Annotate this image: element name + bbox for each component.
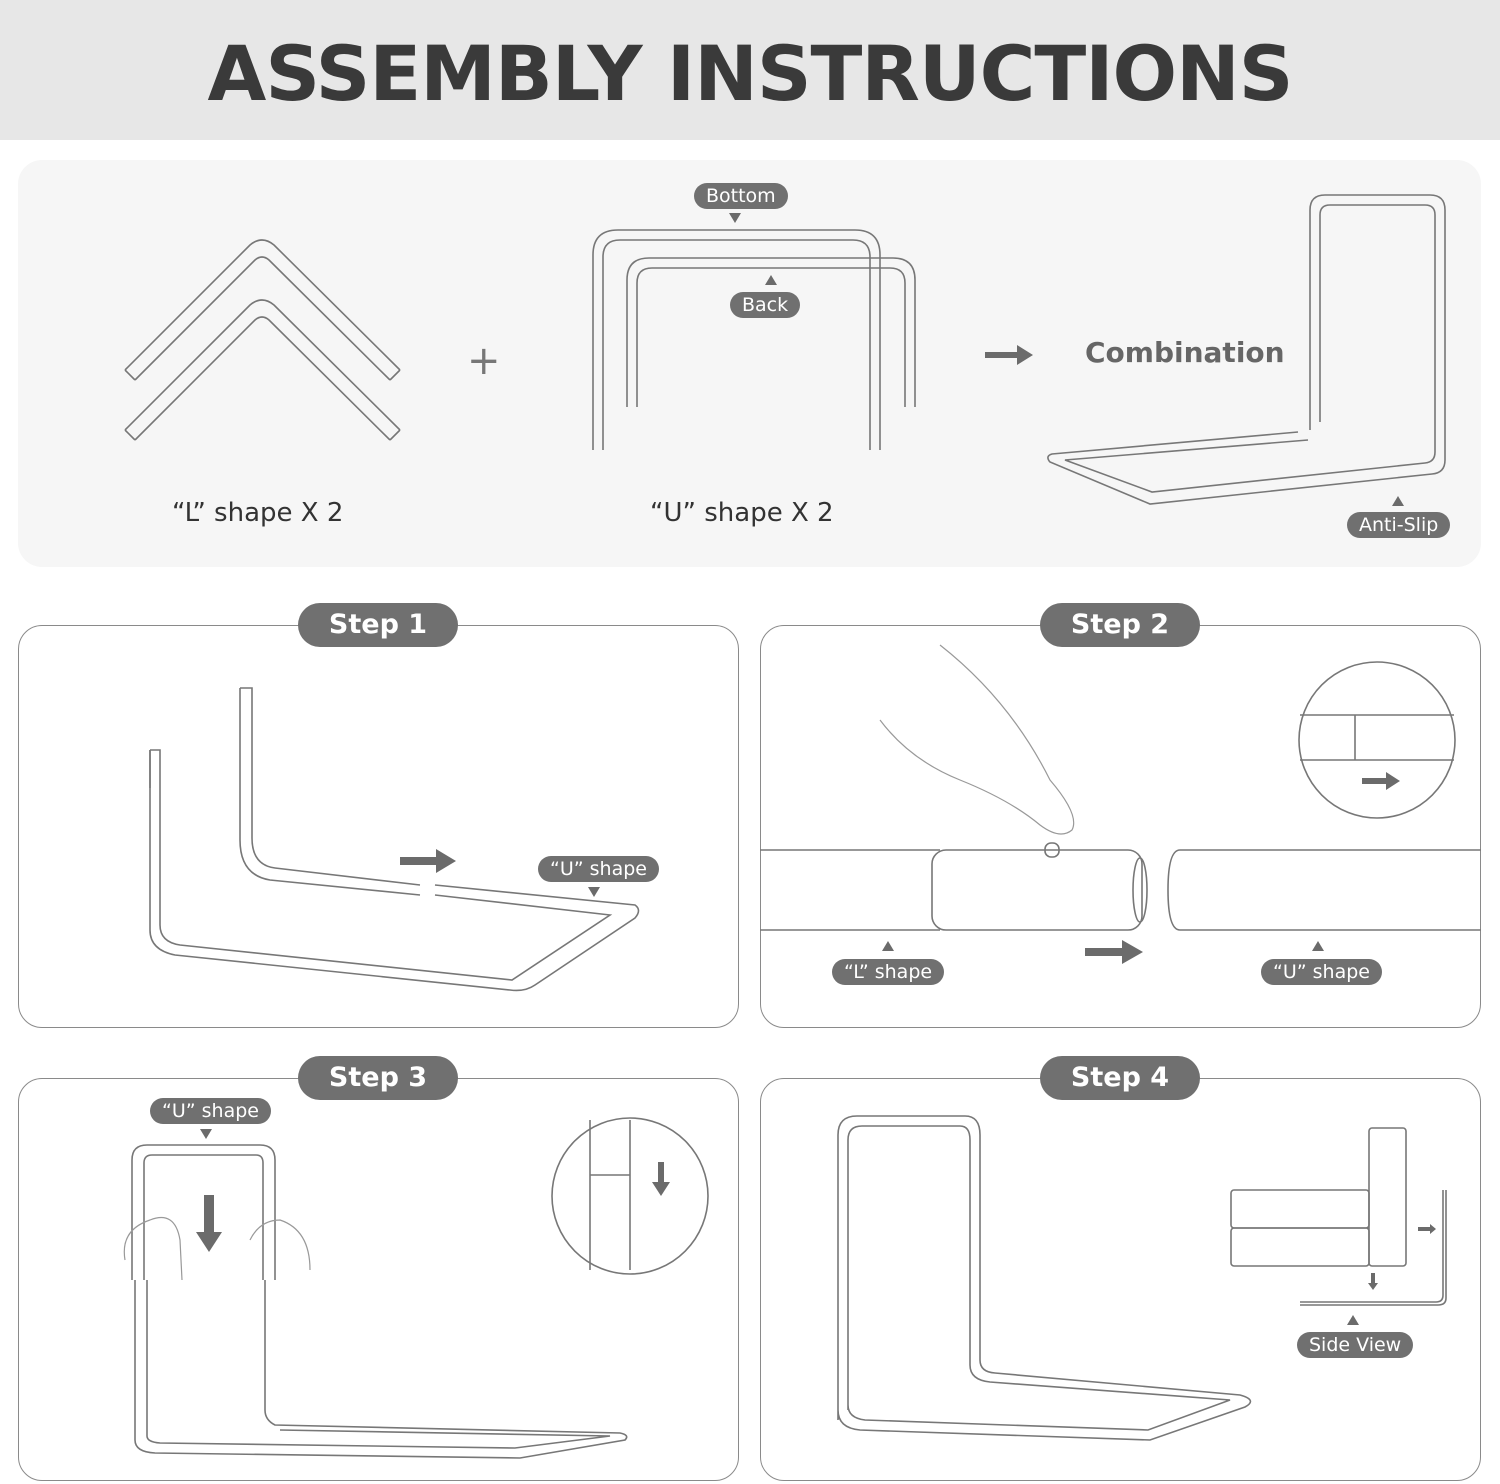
page-title: ASSEMBLY INSTRUCTIONS bbox=[207, 29, 1294, 118]
step-4-label: Step 4 bbox=[1040, 1056, 1200, 1100]
anti-slip-pointer-icon bbox=[1392, 496, 1404, 506]
side-view-pointer-icon bbox=[1347, 1315, 1359, 1325]
step-2-u-pointer-icon bbox=[1312, 941, 1324, 951]
combination-label: Combination bbox=[1085, 336, 1285, 369]
step-1-diagram bbox=[149, 687, 640, 992]
step-2-diagram bbox=[760, 644, 1481, 964]
step-1-label: Step 1 bbox=[298, 603, 458, 647]
back-tag: Back bbox=[730, 292, 801, 318]
step-1-u-pointer-icon bbox=[588, 887, 600, 897]
anti-slip-tag: Anti-Slip bbox=[1347, 512, 1451, 538]
step-1-u-shape-tag: “U” shape bbox=[538, 856, 659, 882]
header-banner bbox=[0, 0, 1500, 140]
combination-diagram bbox=[1047, 194, 1446, 505]
step-3-panel bbox=[18, 1078, 739, 1481]
step-4-diagram bbox=[837, 1115, 1252, 1441]
step-2-l-pointer-icon bbox=[882, 941, 894, 951]
step-2-label: Step 2 bbox=[1040, 603, 1200, 647]
bottom-pointer-icon bbox=[729, 213, 741, 223]
l-shape-caption: “L” shape X 2 bbox=[172, 498, 344, 528]
u-shape-caption: “U” shape X 2 bbox=[650, 498, 834, 528]
u-shape-diagram bbox=[592, 229, 916, 450]
step-3-u-pointer-icon bbox=[200, 1129, 212, 1139]
step-3-u-shape-tag: “U” shape bbox=[150, 1098, 271, 1124]
side-view-diagram bbox=[1230, 1127, 1447, 1306]
plus-icon: + bbox=[467, 338, 501, 384]
step-3-diagram bbox=[123, 1117, 709, 1459]
l-shape-diagram bbox=[124, 239, 401, 441]
step-1-panel bbox=[18, 625, 739, 1028]
back-pointer-icon bbox=[765, 275, 777, 285]
parts-panel bbox=[18, 160, 1481, 567]
right-arrow-icon bbox=[985, 345, 1033, 365]
step-3-label: Step 3 bbox=[298, 1056, 458, 1100]
step-2-u-shape-tag: “U” shape bbox=[1261, 959, 1382, 985]
bottom-tag: Bottom bbox=[694, 183, 788, 209]
side-view-tag: Side View bbox=[1297, 1332, 1414, 1358]
step-4-panel bbox=[760, 1078, 1481, 1481]
step-2-l-shape-tag: “L” shape bbox=[832, 959, 945, 985]
